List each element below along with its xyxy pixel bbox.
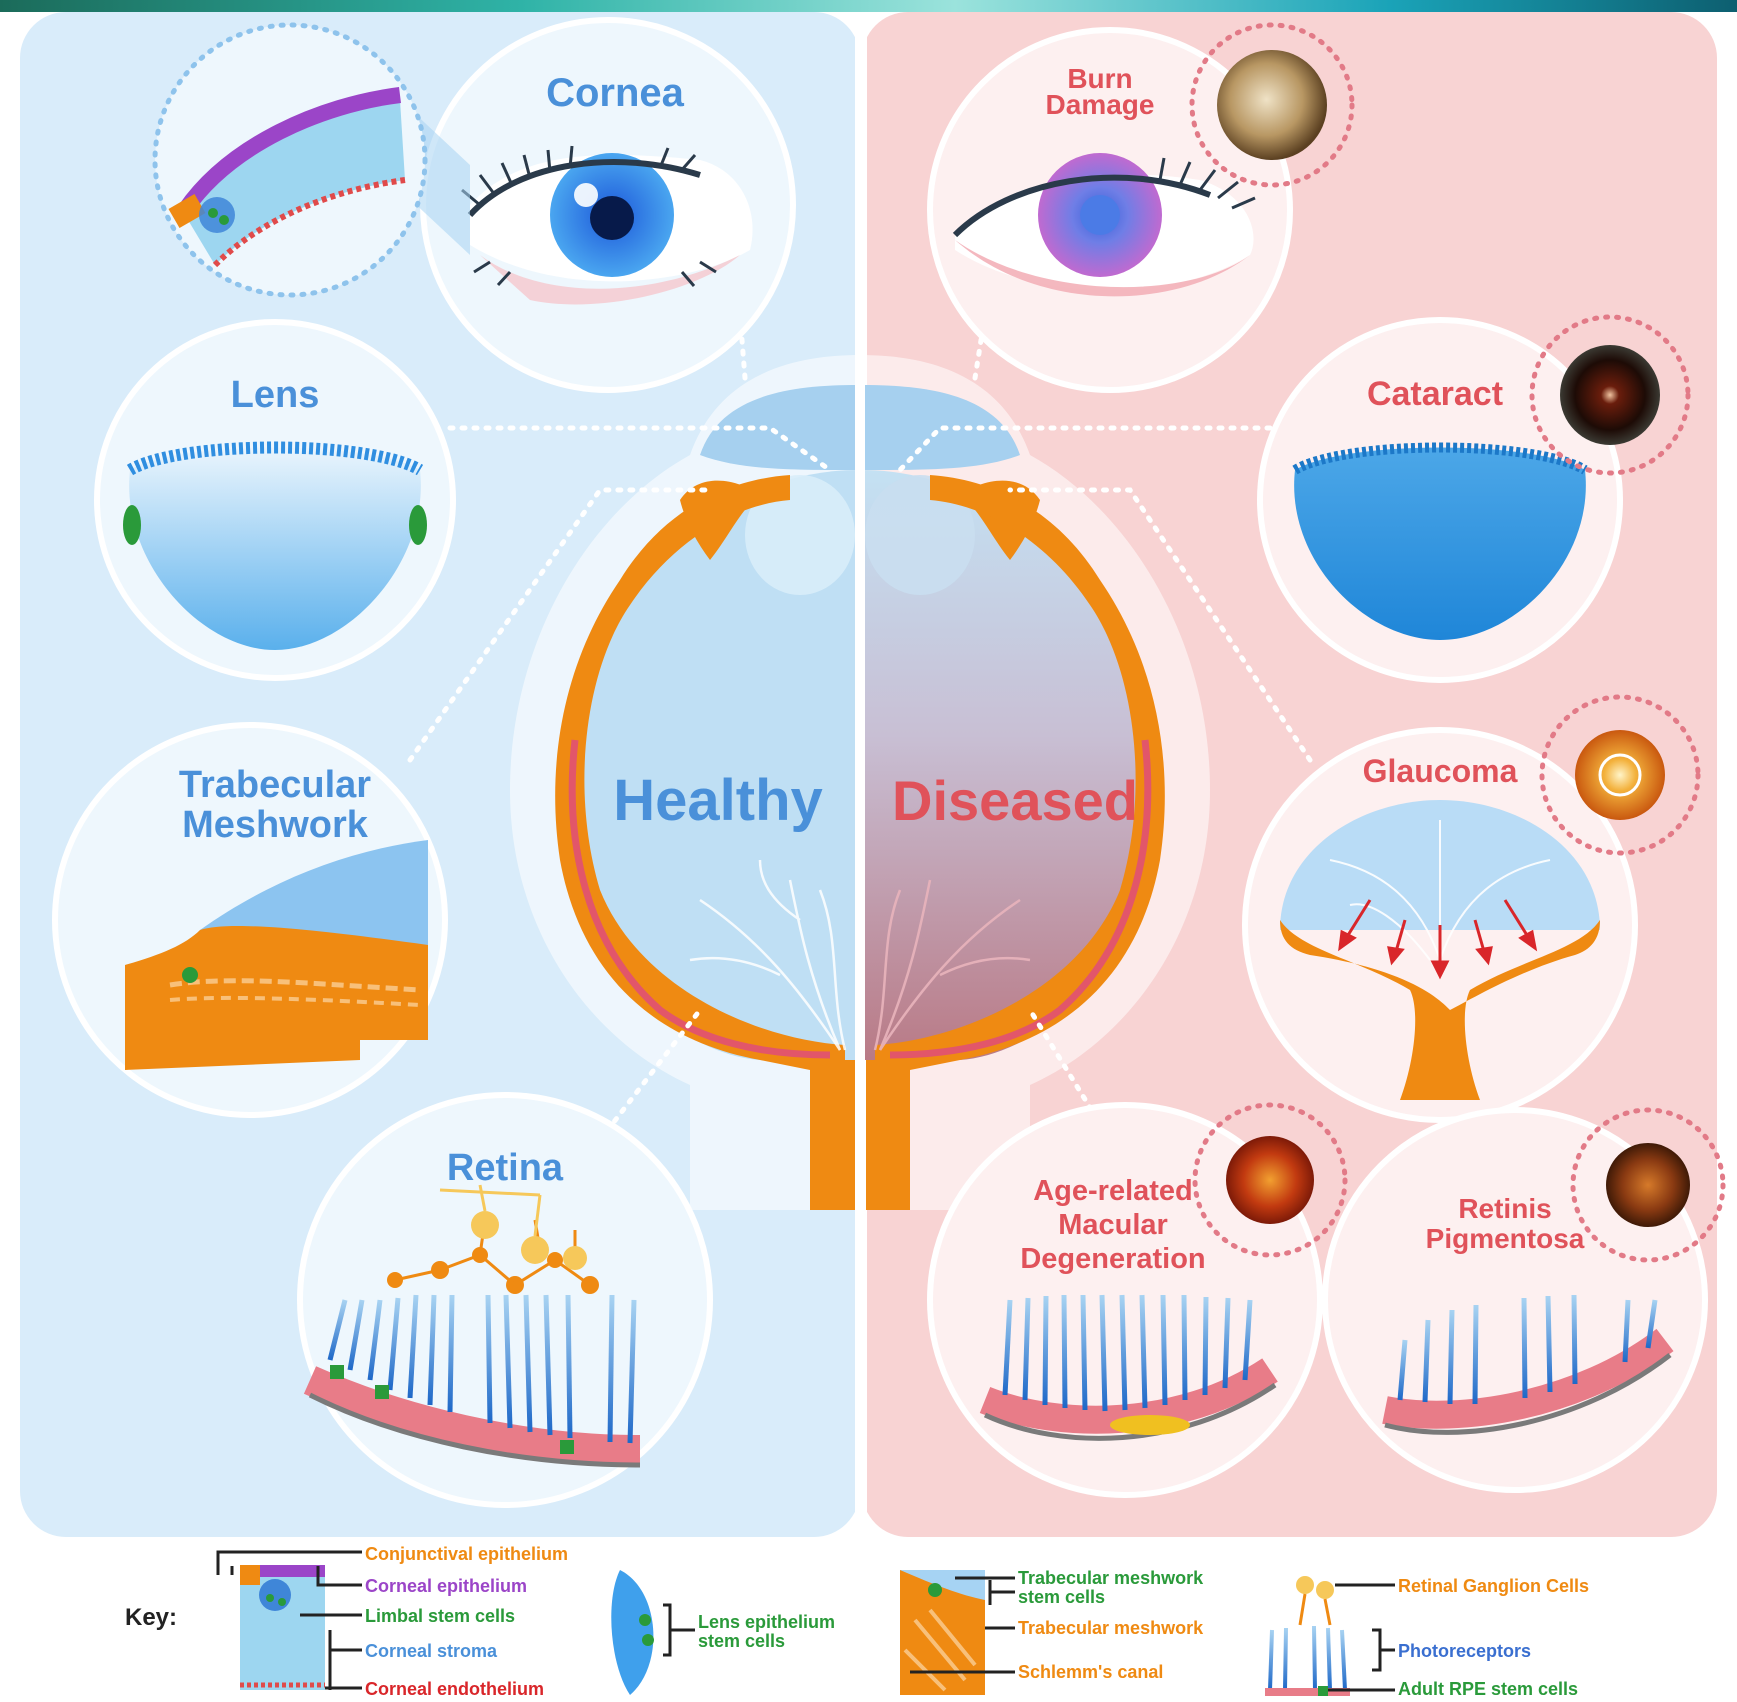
key-stroma: Corneal stroma	[365, 1641, 498, 1661]
amd-label-line2: Macular	[1058, 1209, 1168, 1241]
key-lens-line2: stem cells	[698, 1631, 785, 1651]
cornea-circle: Cornea	[423, 20, 793, 390]
lens-label: Lens	[231, 374, 320, 416]
key-photoreceptors: Photoreceptors	[1398, 1641, 1531, 1661]
lens-circle: Lens	[97, 322, 453, 678]
cataract-label: Cataract	[1367, 375, 1503, 413]
retina-circle: Retina	[300, 1095, 710, 1505]
diseased-title: Diseased	[892, 769, 1138, 832]
burn-label-line2: Damage	[1046, 89, 1155, 120]
key-rpe: Adult RPE stem cells	[1398, 1679, 1578, 1699]
key-trabecular-stem-line2: stem cells	[1018, 1587, 1105, 1607]
key-schlemm: Schlemm's canal	[1018, 1662, 1163, 1682]
rp-label-line1: Retinis	[1458, 1193, 1551, 1224]
key-limbal: Limbal stem cells	[365, 1606, 515, 1626]
key-trabecular-meshwork: Trabecular meshwork	[1018, 1618, 1204, 1638]
key-legend: Key: Conjunctival epithelium Corneal epi…	[125, 1544, 1589, 1699]
amd-label-line1: Age-related	[1033, 1175, 1193, 1207]
key-cornea-group: Conjunctival epithelium Corneal epitheli…	[218, 1544, 568, 1699]
key-conjunctival: Conjunctival epithelium	[365, 1544, 568, 1564]
trabecular-label-line2: Meshwork	[182, 804, 369, 846]
trabecular-circle: Trabecular Meshwork	[55, 725, 445, 1115]
key-ganglion: Retinal Ganglion Cells	[1398, 1576, 1589, 1596]
key-trabecular-group: Trabecular meshwork stem cells Trabecula…	[900, 1568, 1204, 1695]
key-retina-group: Retinal Ganglion Cells Photoreceptors Ad…	[1265, 1576, 1589, 1699]
key-title: Key:	[125, 1604, 177, 1631]
glaucoma-label: Glaucoma	[1363, 753, 1518, 789]
rp-label-line2: Pigmentosa	[1426, 1223, 1585, 1254]
key-lens-line1: Lens epithelium	[698, 1612, 835, 1632]
amd-label-line3: Degeneration	[1020, 1243, 1205, 1275]
retina-label: Retina	[447, 1147, 564, 1189]
trabecular-label-line1: Trabecular	[179, 764, 371, 806]
healthy-title: Healthy	[613, 768, 823, 833]
cornea-label: Cornea	[546, 71, 685, 115]
key-lens-group: Lens epithelium stem cells	[611, 1570, 835, 1695]
key-endothelium: Corneal endothelium	[365, 1679, 544, 1699]
key-trabecular-stem-line1: Trabecular meshwork	[1018, 1568, 1204, 1588]
key-corneal-epithelium: Corneal epithelium	[365, 1576, 527, 1596]
